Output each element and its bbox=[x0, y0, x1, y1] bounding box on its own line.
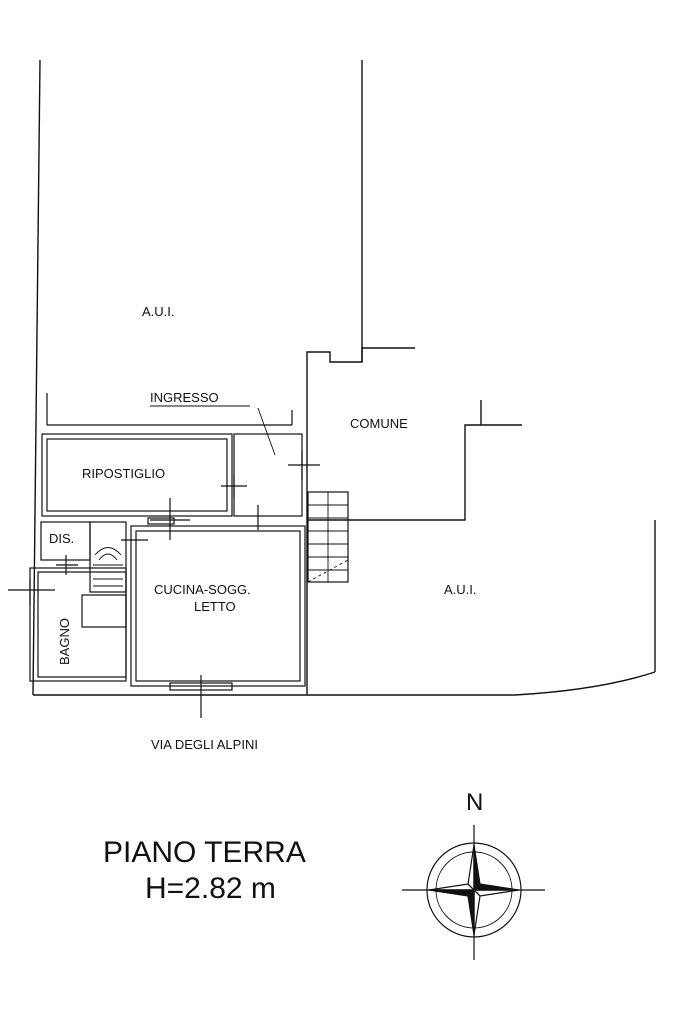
stairs-comune bbox=[307, 491, 349, 583]
label-dis: DIS. bbox=[49, 531, 74, 546]
site-boundaries bbox=[32, 59, 656, 696]
room-dis bbox=[40, 521, 91, 575]
label-comune: COMUNE bbox=[350, 416, 408, 431]
label-cucina-line2: LETTO bbox=[194, 599, 236, 614]
compass-north-label: N bbox=[466, 789, 483, 816]
label-aui-top: A.U.I. bbox=[142, 304, 175, 319]
label-aui-right: A.U.I. bbox=[444, 582, 477, 597]
room-cucina-letto bbox=[121, 525, 306, 718]
label-ripostiglio: RIPOSTIGLIO bbox=[82, 466, 165, 481]
room-ingresso bbox=[221, 433, 320, 530]
label-street: VIA DEGLI ALPINI bbox=[151, 737, 258, 752]
plan-title: PIANO TERRA H=2.82 m bbox=[103, 836, 306, 905]
compass-rose-icon: N bbox=[402, 789, 545, 960]
title-line2: H=2.82 m bbox=[145, 872, 276, 905]
room-labels: A.U.I. INGRESSO COMUNE RIPOSTIGLIO DIS. … bbox=[49, 304, 477, 752]
room-ripostiglio bbox=[41, 433, 233, 540]
label-bagno: BAGNO bbox=[57, 618, 72, 665]
label-cucina-line1: CUCINA-SOGG. bbox=[154, 582, 251, 597]
ingresso-band bbox=[46, 393, 293, 456]
room-bagno bbox=[8, 567, 127, 682]
label-ingresso: INGRESSO bbox=[150, 390, 219, 405]
stairs-small bbox=[89, 521, 127, 593]
title-line1: PIANO TERRA bbox=[103, 836, 306, 869]
